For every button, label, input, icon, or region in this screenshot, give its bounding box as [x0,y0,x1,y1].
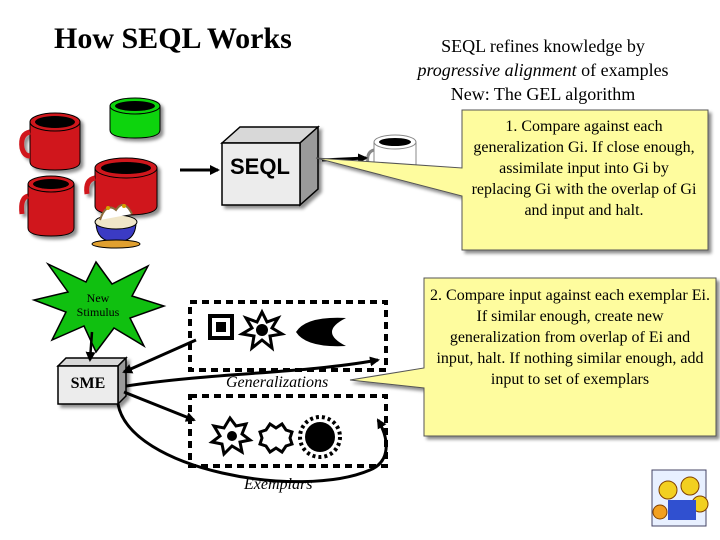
callout-2-text: 2. Compare input against each exemplar E… [430,287,710,388]
subtitle-line-2-rest: of examples [576,60,669,80]
starburst-shape-icon [208,415,254,458]
coffee-mug-icon [19,112,81,171]
seql-box-label: SEQL [230,154,290,179]
coffee-mug-icon [19,175,75,237]
subtitle: SEQL refines knowledge by progressive al… [398,34,688,106]
subtitle-line-3: New: The GEL algorithm [450,84,636,104]
stimulus-label-1: New [86,291,110,305]
exemplars-box [188,394,388,468]
coffee-mug-icon [109,97,161,139]
sme-box-icon [56,356,128,406]
arrow [85,331,96,362]
gear-shape-icon [258,421,294,455]
callout-1-text: 1. Compare against each generalization G… [471,118,697,219]
callout-2-shape [349,277,717,437]
callout-1-shape [315,109,709,251]
coffee-mug-icon [84,157,158,216]
arrow [123,390,196,422]
sme-label: SME [70,375,106,392]
subtitle-line-1: SEQL refines knowledge by [441,36,645,56]
logo-icon [651,469,709,527]
subtitle-line-2: progressive alignment of examples [398,58,688,82]
latte-cup-icon [91,203,141,249]
starburst-shape-icon [237,308,287,352]
generalizations-label: Generalizations [226,374,329,391]
page-title: How SEQL Works [54,22,292,55]
crescent-icon [296,317,346,347]
exemplars-label: Exemplars [244,476,313,493]
sunburst-icon [298,415,342,459]
seql-box-icon [220,125,320,207]
arrow [122,338,197,374]
starburst-icon [31,260,167,354]
arrow [116,403,388,484]
subtitle-emphasis: progressive alignment [417,60,577,80]
stimulus-label-2: Stimulus [76,305,120,319]
arrow [125,356,380,388]
gear-shape-icon [208,314,234,340]
